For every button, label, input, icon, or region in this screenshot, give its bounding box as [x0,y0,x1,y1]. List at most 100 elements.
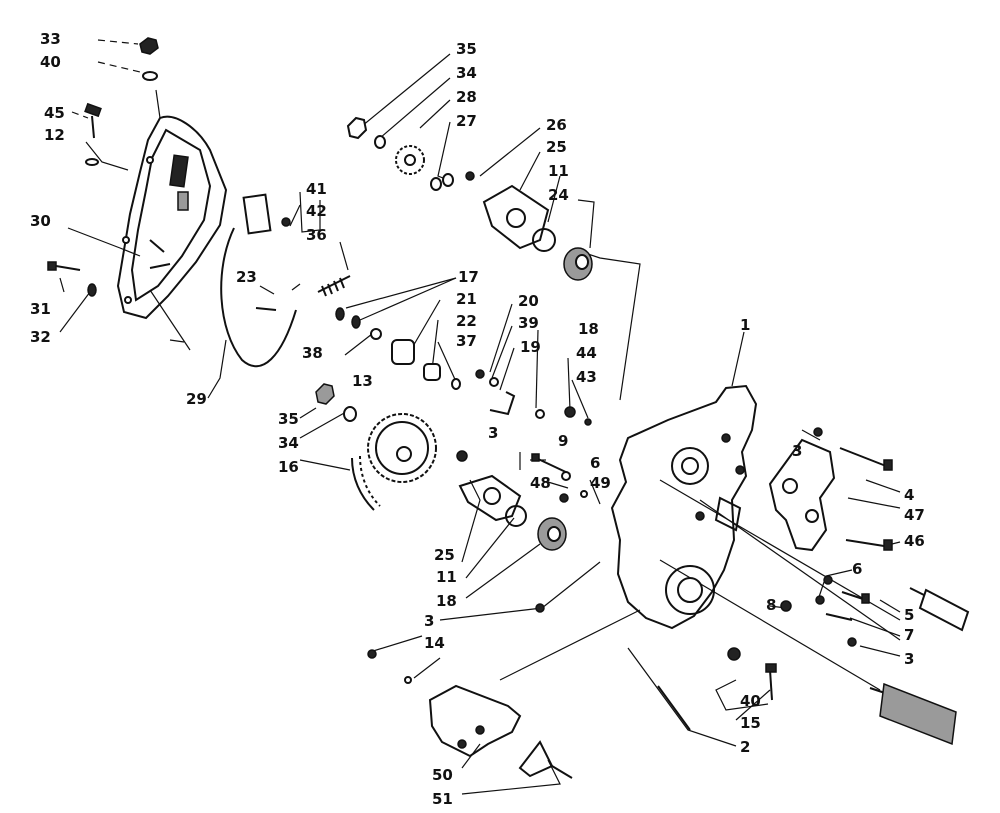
callout-18-lower: 18 [436,592,457,610]
part-plate-51 [518,740,573,779]
part-bearing-plate-25-lower [458,474,522,522]
callout-33: 33 [40,30,61,48]
part-washer-39 [489,377,499,387]
callout-13: 13 [352,372,373,390]
callout-4: 4 [904,486,914,504]
callout-39: 39 [518,314,539,332]
callout-26: 26 [546,116,567,134]
part-bolt-31 [47,261,81,271]
callout-19: 19 [520,338,541,356]
leader-lines [59,39,901,795]
callout-24: 24 [548,186,569,204]
part-bracket-47 [768,438,836,552]
part-bushing-22 [423,363,441,381]
callout-36: 36 [306,226,327,244]
part-nut-8 [780,600,792,612]
part-nut-35 [346,116,368,140]
part-washer-38 [370,328,382,340]
part-bracket-50 [428,684,522,758]
part-washer-14 [404,676,412,684]
callout-35-lower: 35 [278,410,299,428]
callout-25-lower: 25 [434,546,455,564]
callout-1: 1 [740,316,750,334]
callout-14: 14 [424,634,445,652]
callout-32: 32 [30,328,51,346]
part-washer-12 [85,158,99,166]
part-nut-3-lower-left [367,649,377,659]
callout-31: 31 [30,300,51,318]
part-chain-29 [220,227,297,368]
callout-46: 46 [904,532,925,550]
part-bearing-18-lower [537,517,567,551]
callout-47: 47 [904,506,925,524]
callout-3-upper: 3 [488,424,498,442]
part-washers-27 [430,173,454,191]
part-washer-34 [374,135,386,149]
part-nut-26 [465,171,475,181]
part-nut-6 [561,471,571,481]
callout-34: 34 [456,64,477,82]
part-washer-49 [580,490,588,498]
callout-15: 15 [740,714,761,732]
callout-51: 51 [432,790,453,808]
part-washers-17 [335,307,361,329]
callout-45: 45 [44,104,65,122]
callout-27: 27 [456,112,477,130]
part-nut-35-lower [315,383,335,405]
part-bolt-15 [765,663,777,701]
part-screw-42 [281,217,291,227]
part-tensioner-arm-19 [489,391,516,416]
callout-labels: 33 40 45 12 30 31 32 23 29 41 42 36 35 3… [30,30,925,808]
callout-40-lower: 40 [740,692,761,710]
callout-8: 8 [766,596,776,614]
part-nut-20 [475,369,485,379]
callout-29: 29 [186,390,207,408]
tool-screwdriver-upper [909,587,970,632]
part-bolt-46 [845,539,893,551]
part-chaincase-1 [610,384,758,630]
callout-50: 50 [432,766,453,784]
callout-25: 25 [546,138,567,156]
callout-28: 28 [456,88,477,106]
part-nut-3-upper [456,450,468,462]
callout-22: 22 [456,312,477,330]
callout-38: 38 [302,344,323,362]
callout-35: 35 [456,40,477,58]
callout-21: 21 [456,290,477,308]
callout-11: 11 [548,162,569,180]
part-nuts-6-right [815,575,833,605]
part-spring-36 [317,275,351,297]
part-bolt-2 [657,685,691,731]
part-chain-16 [351,455,381,511]
part-washer-18 [535,409,545,419]
part-nut-33 [139,37,159,55]
callout-12: 12 [44,126,65,144]
callout-23: 23 [236,268,257,286]
part-bolt-4 [839,447,893,471]
part-bearing-plate-25-upper [482,184,550,250]
callout-16: 16 [278,458,299,476]
callout-7: 7 [904,626,914,644]
part-nut-3-middle [535,603,545,613]
part-nut-3-lower-right [847,637,857,647]
tool-screwdriver-lower [869,682,957,746]
part-washer-43 [584,418,592,426]
callout-20: 20 [518,292,539,310]
callout-44: 44 [576,344,597,362]
callout-6: 6 [590,454,600,472]
part-screw-48 [559,493,569,503]
callout-37: 37 [456,332,477,350]
callout-11-lower: 11 [436,568,457,586]
callout-3-middle: 3 [424,612,434,630]
part-sprocket-28 [395,145,425,175]
part-washer-32 [87,283,97,297]
callout-48: 48 [530,474,551,492]
part-bolt-45 [84,102,102,139]
callout-9: 9 [558,432,568,450]
part-washer-34-lower [343,406,357,422]
callout-49: 49 [590,474,611,492]
part-washer-40 [142,71,158,81]
callout-40: 40 [40,53,61,71]
callout-43: 43 [576,368,597,386]
